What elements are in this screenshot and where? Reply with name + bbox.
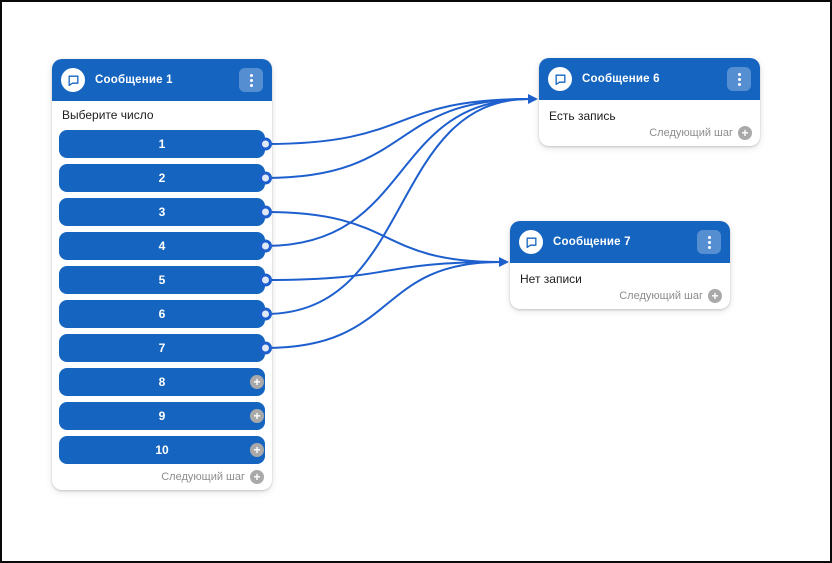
message-text: Есть запись	[549, 109, 616, 123]
choice-button-8[interactable]: 8 +	[59, 368, 265, 396]
choice-button-6[interactable]: 6	[59, 300, 272, 328]
choice-button-9[interactable]: 9 +	[59, 402, 265, 430]
connection-handle[interactable]	[259, 341, 272, 355]
chat-icon	[548, 67, 572, 91]
plus-icon[interactable]: +	[738, 126, 752, 140]
node-header[interactable]: Сообщение 1	[52, 59, 272, 101]
next-step-label: Следующий шаг	[649, 127, 733, 139]
kebab-menu-icon[interactable]	[727, 67, 751, 91]
connection-handle[interactable]	[259, 239, 272, 253]
connection-arrowhead-icon	[499, 257, 509, 267]
message-text: Нет записи	[520, 272, 582, 286]
kebab-menu-icon[interactable]	[697, 230, 721, 254]
connection-handle[interactable]	[259, 171, 272, 185]
next-step: Следующий шаг +	[619, 289, 722, 303]
message-text: Выберите число	[62, 108, 154, 122]
plus-icon[interactable]: +	[250, 375, 264, 389]
next-step-label: Следующий шаг	[619, 290, 703, 302]
node-title: Сообщение 6	[582, 73, 660, 85]
connection-edge[interactable]	[265, 211, 501, 263]
choice-button-3[interactable]: 3	[59, 198, 272, 226]
plus-icon[interactable]: +	[250, 470, 264, 484]
chat-icon	[519, 230, 543, 254]
connection-edge[interactable]	[265, 261, 501, 281]
plus-icon[interactable]: +	[708, 289, 722, 303]
next-step: Следующий шаг +	[161, 470, 264, 484]
connection-edge[interactable]	[265, 98, 530, 145]
connection-arrowhead-icon	[528, 94, 538, 104]
connection-handle[interactable]	[259, 137, 272, 151]
choice-button-4[interactable]: 4	[59, 232, 272, 260]
node-message-1[interactable]: Сообщение 1 Выберите число 1 2 3 4 5	[52, 59, 272, 490]
choice-button-7[interactable]: 7	[59, 334, 272, 362]
plus-icon[interactable]: +	[250, 443, 264, 457]
node-message-6[interactable]: Сообщение 6 Есть запись Следующий шаг +	[539, 58, 760, 146]
node-message-7[interactable]: Сообщение 7 Нет записи Следующий шаг +	[510, 221, 730, 309]
choice-button-2[interactable]: 2	[59, 164, 272, 192]
next-step-label: Следующий шаг	[161, 471, 245, 483]
kebab-menu-icon[interactable]	[239, 68, 263, 92]
node-title: Сообщение 7	[553, 236, 631, 248]
next-step: Следующий шаг +	[649, 126, 752, 140]
chat-icon	[61, 68, 85, 92]
choice-button-1[interactable]: 1	[59, 130, 272, 158]
node-header[interactable]: Сообщение 6	[539, 58, 760, 100]
connection-handle[interactable]	[259, 307, 272, 321]
connection-edge[interactable]	[265, 98, 530, 179]
plus-icon[interactable]: +	[250, 409, 264, 423]
choice-button-10[interactable]: 10 +	[59, 436, 265, 464]
node-body: Выберите число 1 2 3 4 5 6	[52, 101, 272, 464]
connection-handle[interactable]	[259, 205, 272, 219]
node-title: Сообщение 1	[95, 74, 173, 86]
connection-edge[interactable]	[265, 261, 501, 349]
connection-handle[interactable]	[259, 273, 272, 287]
connection-edge[interactable]	[265, 98, 530, 247]
connection-edge[interactable]	[265, 98, 530, 315]
choice-button-5[interactable]: 5	[59, 266, 272, 294]
node-header[interactable]: Сообщение 7	[510, 221, 730, 263]
